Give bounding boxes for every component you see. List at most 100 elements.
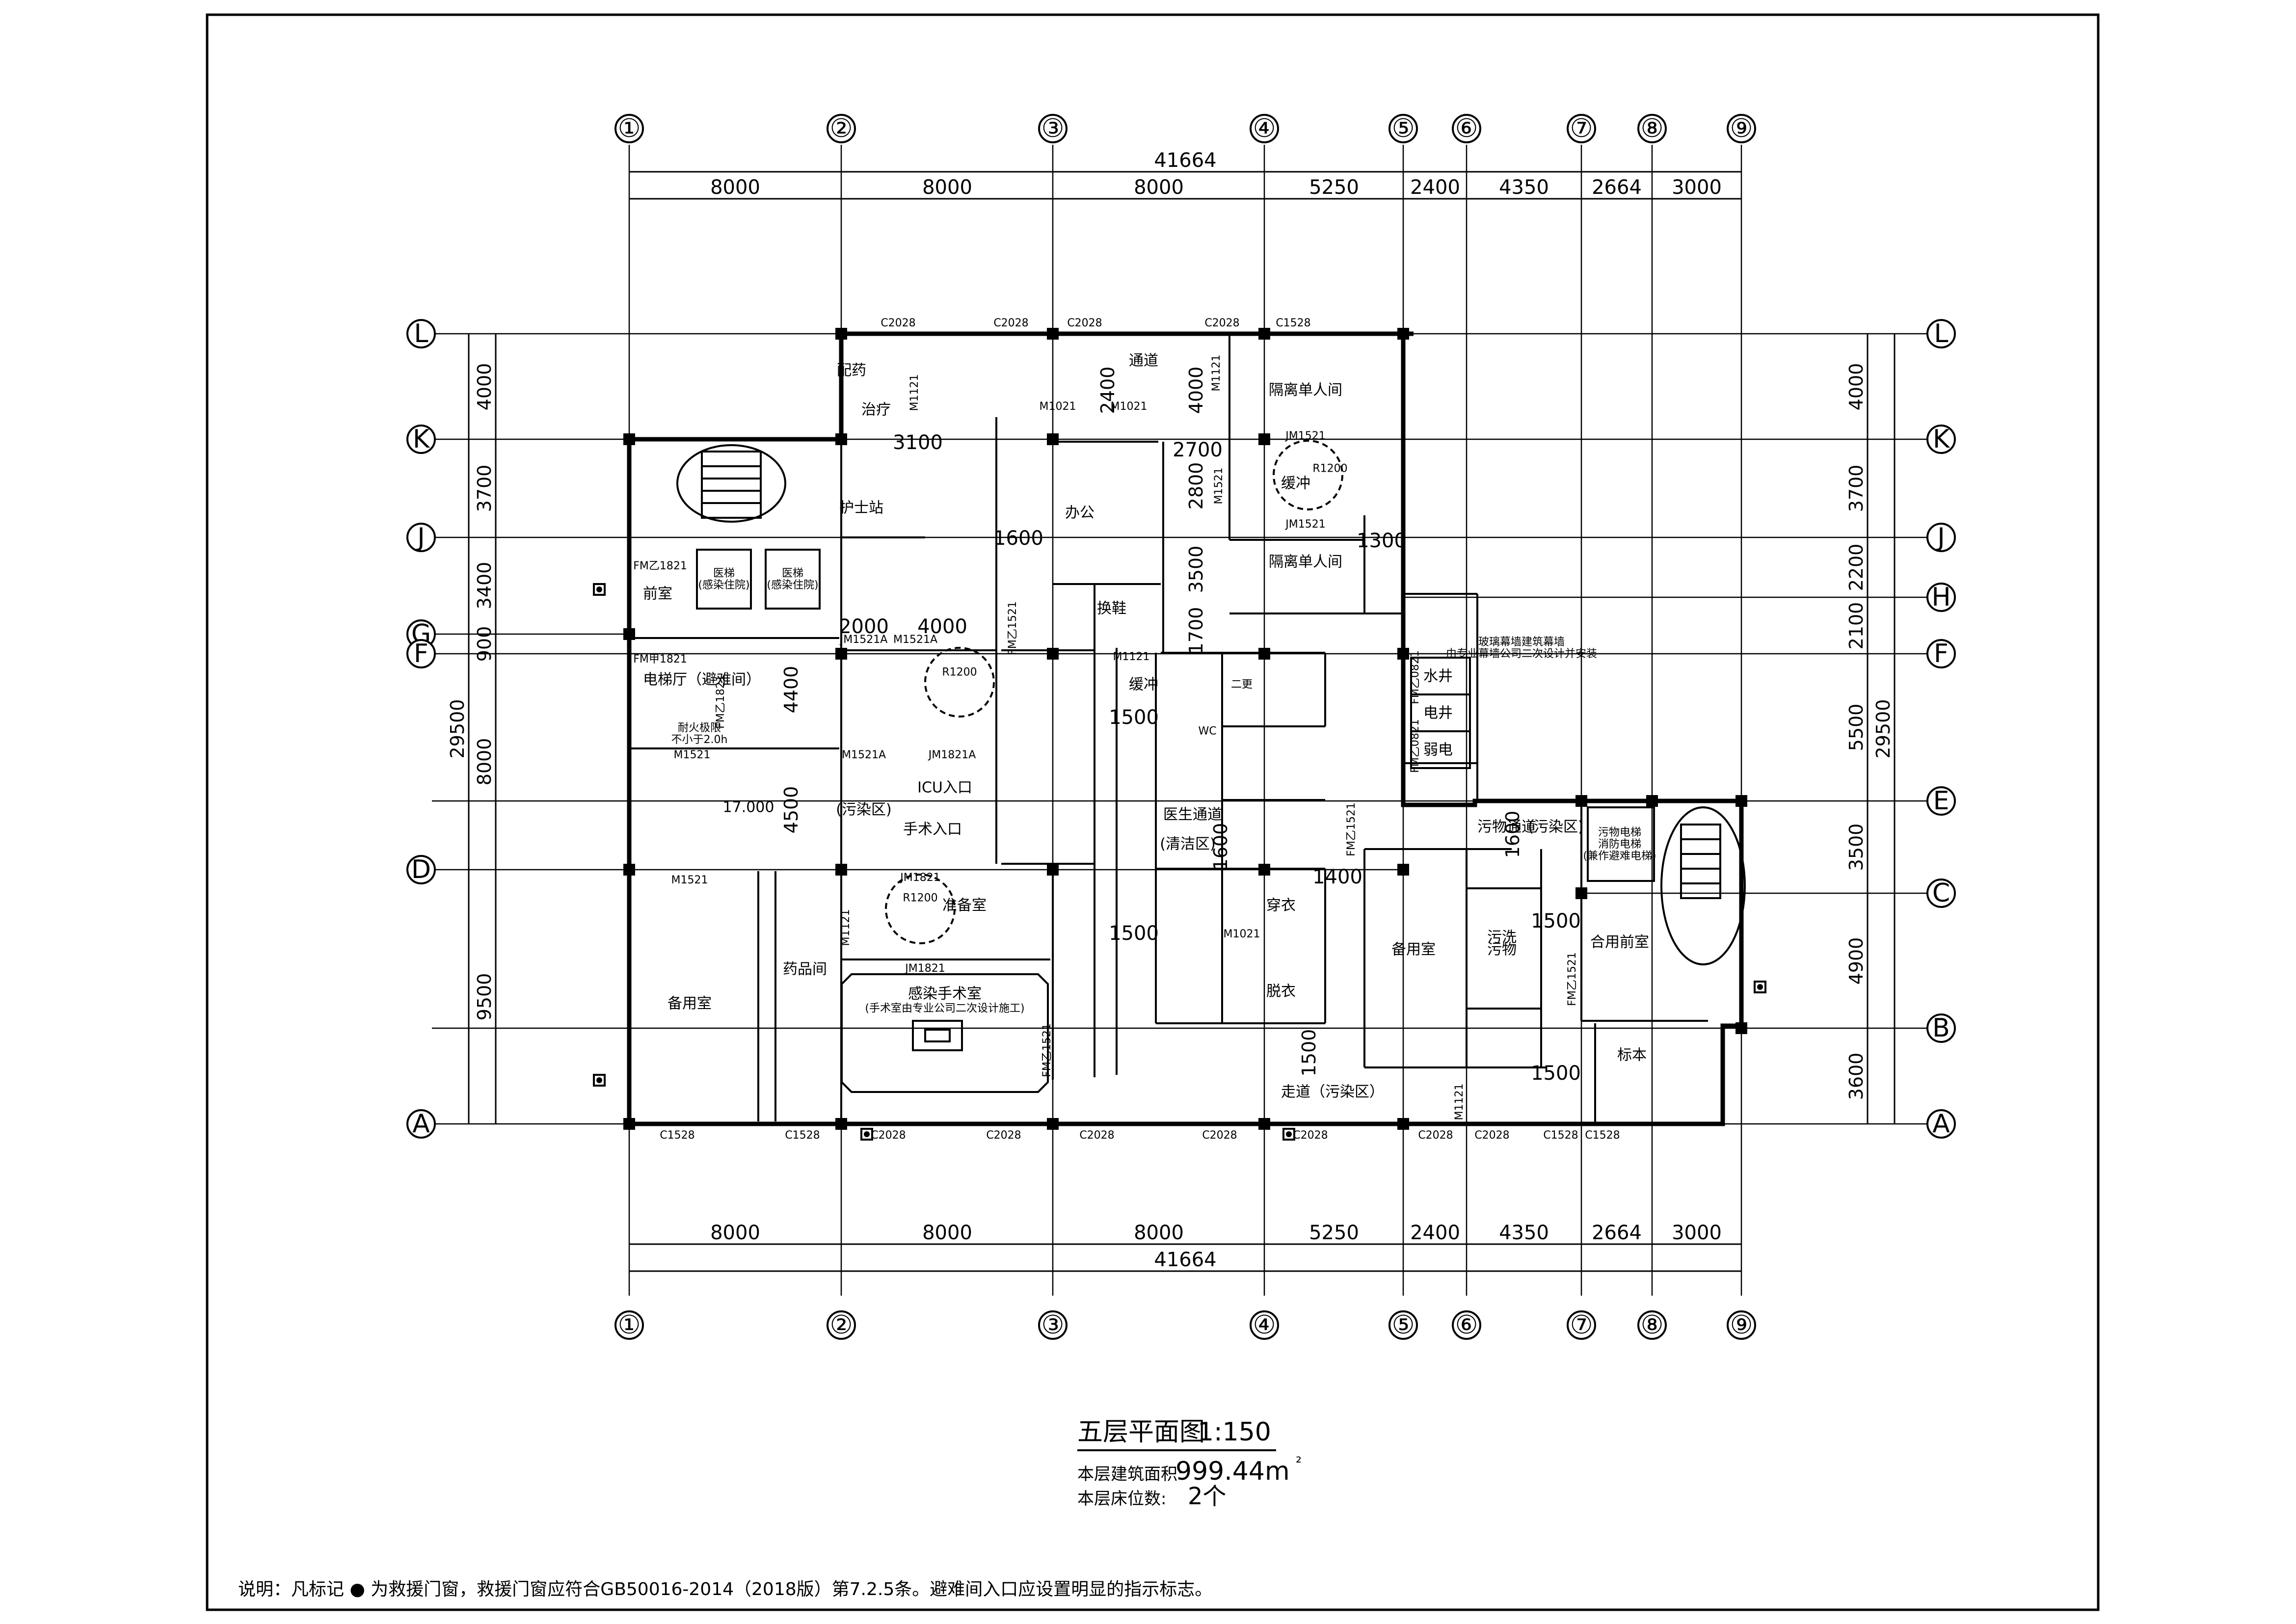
svg-text:1700: 1700	[1185, 607, 1207, 655]
svg-text:8000: 8000	[710, 1222, 760, 1244]
svg-text:4000: 4000	[1845, 363, 1867, 411]
area-label: 本层建筑面积:	[1077, 1464, 1183, 1484]
svg-text:⑥: ⑥	[1455, 1310, 1478, 1340]
svg-text:A: A	[1932, 1109, 1950, 1139]
room-labels: 通道 隔离单人间 隔离单人间 缓冲 护士站 办公 治疗 配药 前室 医梯(感染住…	[643, 352, 1656, 1101]
svg-text:污物通道: 污物通道	[1477, 819, 1536, 836]
svg-text:WC: WC	[1198, 725, 1216, 738]
dimension-bottom: 8000 8000 8000 5250 2400 4350 2664 3000 …	[629, 1222, 1741, 1272]
svg-text:R1200: R1200	[903, 892, 937, 905]
svg-text:2100: 2100	[1845, 602, 1867, 650]
svg-text:B: B	[1932, 1013, 1950, 1043]
svg-text:C2028: C2028	[1202, 1129, 1237, 1142]
shafts	[1410, 657, 1471, 769]
svg-text:缓冲: 缓冲	[1129, 676, 1158, 693]
elevators	[696, 549, 1655, 882]
columns	[623, 328, 1747, 1130]
svg-text:C2028: C2028	[1418, 1129, 1453, 1142]
svg-text:L: L	[414, 319, 428, 348]
svg-text:3700: 3700	[1845, 465, 1867, 512]
svg-text:8000: 8000	[1134, 176, 1184, 199]
svg-text:FM乙1821: FM乙1821	[633, 560, 687, 572]
svg-text:③: ③	[1041, 1310, 1065, 1340]
svg-text:4000: 4000	[917, 615, 967, 638]
svg-text:8000: 8000	[474, 738, 495, 786]
svg-text:二更: 二更	[1231, 679, 1253, 691]
rescue-window-markers	[593, 583, 1766, 1141]
svg-text:污物: 污物	[1487, 941, 1517, 958]
svg-text:④: ④	[1253, 1310, 1276, 1340]
svg-text:FM甲1821: FM甲1821	[633, 653, 687, 666]
svg-text:3600: 3600	[1845, 1053, 1867, 1100]
svg-text:前室: 前室	[643, 586, 672, 603]
svg-text:M1121: M1121	[1113, 651, 1150, 663]
svg-text:J: J	[1936, 523, 1945, 552]
svg-text:③: ③	[1041, 114, 1065, 143]
svg-text:隔离单人间: 隔离单人间	[1269, 382, 1342, 399]
svg-text:脱衣: 脱衣	[1266, 983, 1296, 1000]
svg-text:3000: 3000	[1672, 176, 1722, 199]
svg-text:29500: 29500	[447, 699, 468, 759]
axis-bubbles-left: L K J G F D A	[406, 319, 436, 1139]
svg-text:⑤: ⑤	[1392, 1310, 1415, 1340]
svg-text:4350: 4350	[1499, 1222, 1549, 1244]
svg-text:手术入口: 手术入口	[903, 821, 962, 838]
svg-text:M1021: M1021	[1040, 400, 1076, 413]
svg-text:治疗: 治疗	[861, 401, 891, 419]
svg-text:C2028: C2028	[1067, 317, 1102, 329]
svg-text:⑦: ⑦	[1570, 1310, 1593, 1340]
svg-text:⑦: ⑦	[1570, 114, 1593, 143]
svg-text:C2028: C2028	[871, 1129, 906, 1142]
svg-text:JM1821: JM1821	[904, 962, 945, 975]
beds-value: 2个	[1188, 1483, 1227, 1510]
axis-bubbles-right: L K J H F E C B A	[1926, 319, 1956, 1139]
svg-text:C1528: C1528	[785, 1129, 820, 1142]
svg-text:17.000: 17.000	[723, 799, 774, 816]
svg-text:3700: 3700	[474, 465, 495, 512]
svg-text:换鞋: 换鞋	[1097, 600, 1126, 617]
svg-text:JM1521: JM1521	[1284, 518, 1325, 531]
svg-text:C1528: C1528	[1276, 317, 1310, 329]
svg-text:①: ①	[618, 114, 641, 143]
svg-text:FM乙1521: FM乙1521	[1566, 952, 1578, 1006]
svg-text:走道（污染区）: 走道（污染区）	[1281, 1084, 1384, 1101]
svg-text:电梯厅（避难间）: 电梯厅（避难间）	[643, 671, 761, 689]
svg-text:5250: 5250	[1309, 176, 1359, 199]
svg-text:C: C	[1932, 879, 1950, 908]
window-tags-bottom: C1528 C1528 C2028 C2028 C2028 C2028 C202…	[660, 1129, 1620, 1142]
svg-text:J: J	[416, 523, 425, 552]
svg-text:①: ①	[618, 1310, 641, 1340]
area-value: 999.44m	[1175, 1457, 1290, 1486]
svg-text:隔离单人间: 隔离单人间	[1269, 554, 1342, 571]
svg-text:C2028: C2028	[986, 1129, 1021, 1142]
svg-text:⑧: ⑧	[1641, 114, 1664, 143]
svg-text:H: H	[1931, 583, 1950, 612]
svg-text:5500: 5500	[1845, 704, 1867, 751]
svg-text:(清洁区): (清洁区)	[1160, 836, 1215, 853]
svg-text:C2028: C2028	[1293, 1129, 1328, 1142]
dimension-right: 4000 3700 2200 2100 5500 3500 4900 3600 …	[1845, 334, 1896, 1124]
svg-text:C2028: C2028	[1079, 1129, 1114, 1142]
svg-text:2400: 2400	[1097, 367, 1119, 414]
svg-text:1400: 1400	[1312, 866, 1362, 888]
svg-text:2800: 2800	[1185, 462, 1207, 510]
stair-upper-left	[676, 444, 786, 523]
svg-text:1500: 1500	[1298, 1029, 1320, 1077]
area-unit: ²	[1296, 1454, 1302, 1471]
drawing-title: 五层平面图	[1077, 1417, 1205, 1447]
svg-text:3500: 3500	[1185, 546, 1207, 593]
svg-text:M1521: M1521	[674, 749, 711, 761]
svg-text:医梯(感染住院): 医梯(感染住院)	[767, 567, 818, 591]
beds-label: 本层床位数:	[1077, 1489, 1166, 1509]
svg-text:R1200: R1200	[942, 666, 977, 679]
svg-text:C1528: C1528	[660, 1129, 694, 1142]
sheet-border	[206, 13, 2100, 1611]
svg-text:D: D	[411, 855, 431, 884]
svg-text:2700: 2700	[1173, 439, 1223, 461]
svg-text:2664: 2664	[1592, 1222, 1642, 1244]
svg-text:A: A	[412, 1109, 430, 1139]
svg-text:8000: 8000	[922, 1222, 972, 1244]
svg-text:JM1821: JM1821	[899, 872, 940, 884]
svg-text:穿衣: 穿衣	[1266, 897, 1296, 914]
svg-text:医梯(感染住院): 医梯(感染住院)	[698, 567, 749, 591]
